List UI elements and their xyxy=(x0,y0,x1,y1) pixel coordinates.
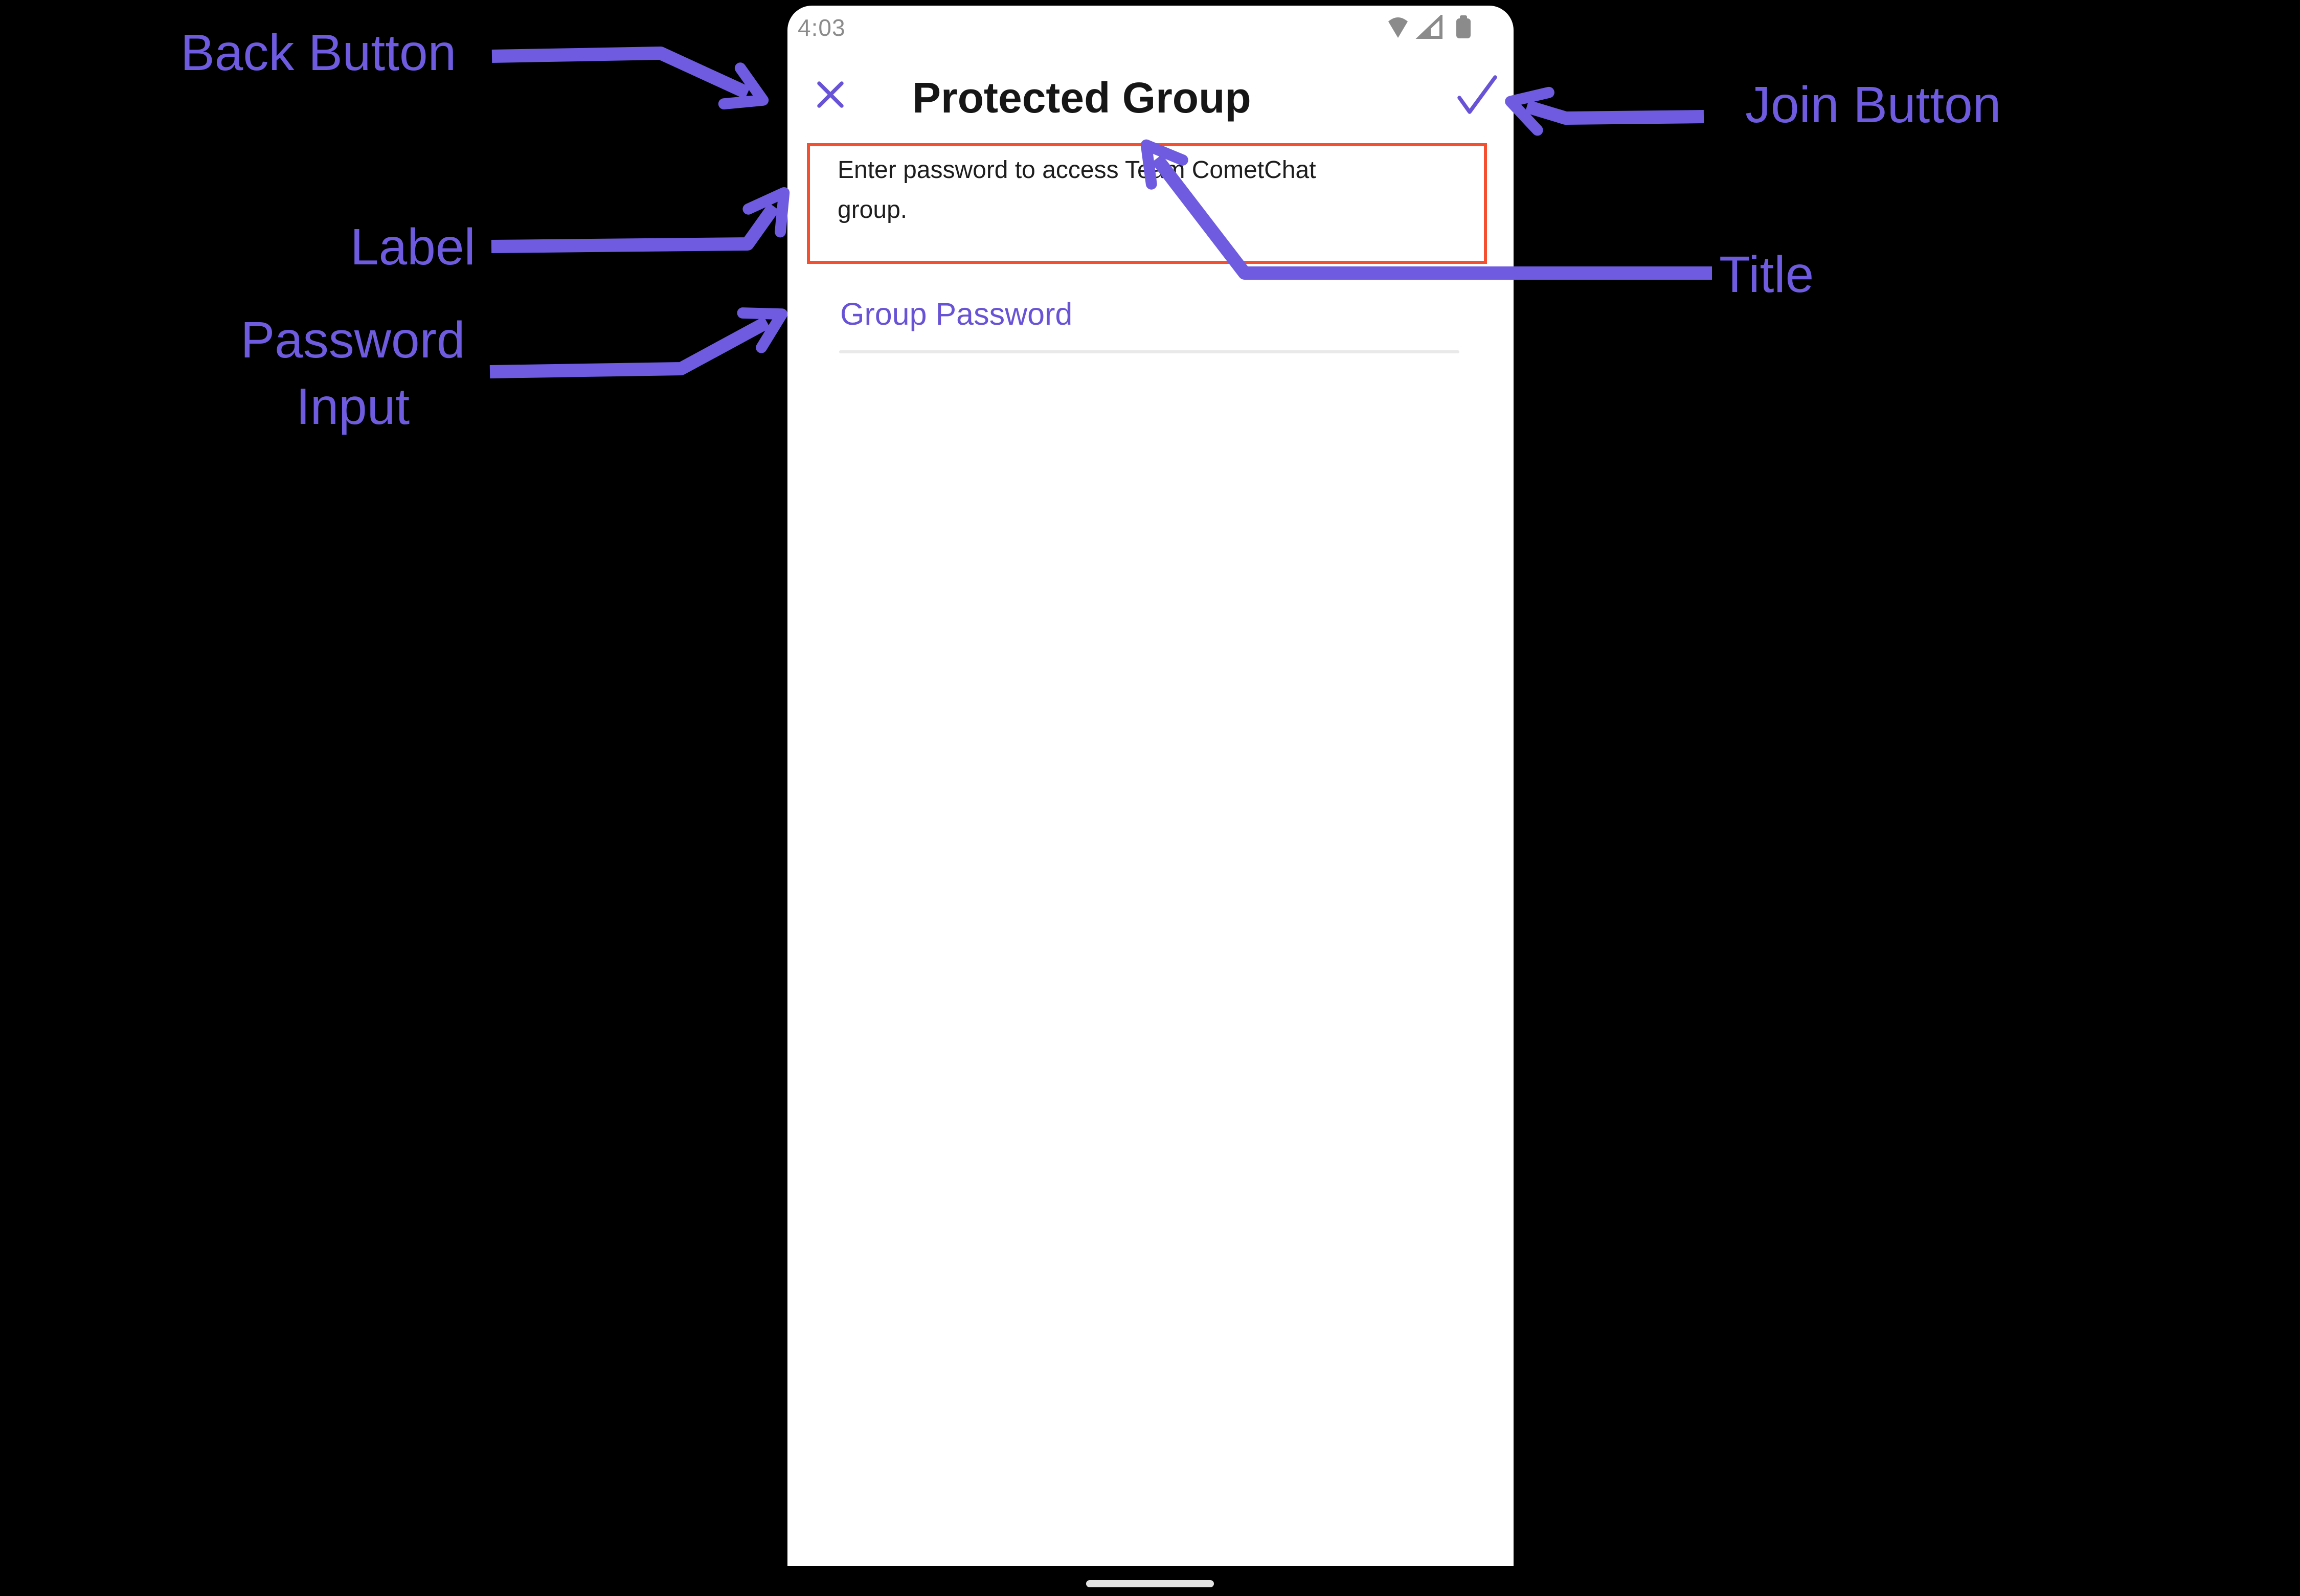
app-header: Protected Group xyxy=(787,67,1514,133)
annotation-title: Title xyxy=(1719,246,1814,303)
group-password-label: Group Password xyxy=(840,297,1073,331)
battery-icon xyxy=(1456,15,1471,38)
page-title: Protected Group xyxy=(912,74,1251,122)
back-button-arrow xyxy=(491,47,769,110)
annotation-join-button: Join Button xyxy=(1745,76,2001,133)
notice-highlight-box: Enter password to access Team CometChat … xyxy=(807,143,1487,264)
status-bar-icons xyxy=(1388,15,1471,39)
join-button[interactable] xyxy=(1455,72,1499,118)
notice-line-1: Enter password to access Team CometChat xyxy=(838,156,1316,184)
label-arrow xyxy=(491,187,790,253)
input-underline xyxy=(839,350,1459,353)
back-button[interactable] xyxy=(814,78,847,111)
password-input-arrow xyxy=(489,307,788,378)
wifi-icon xyxy=(1388,17,1408,38)
home-indicator-bar[interactable] xyxy=(1086,1580,1214,1587)
annotation-back-button: Back Button xyxy=(181,24,457,81)
notice-line-2: group. xyxy=(838,196,908,223)
check-icon xyxy=(1457,75,1497,114)
annotation-password-input: Password Input xyxy=(240,311,465,435)
notice-label: Enter password to access Team CometChat … xyxy=(838,150,1484,230)
phone-screen: 4:03 Protected Group xyxy=(787,6,1514,1566)
annotation-label: Label xyxy=(350,218,476,276)
cellular-signal-icon xyxy=(1415,15,1442,39)
group-password-input[interactable]: Group Password xyxy=(787,290,1514,367)
join-button-arrow xyxy=(1505,86,1704,136)
close-icon xyxy=(817,81,844,108)
status-bar-time: 4:03 xyxy=(798,14,846,41)
